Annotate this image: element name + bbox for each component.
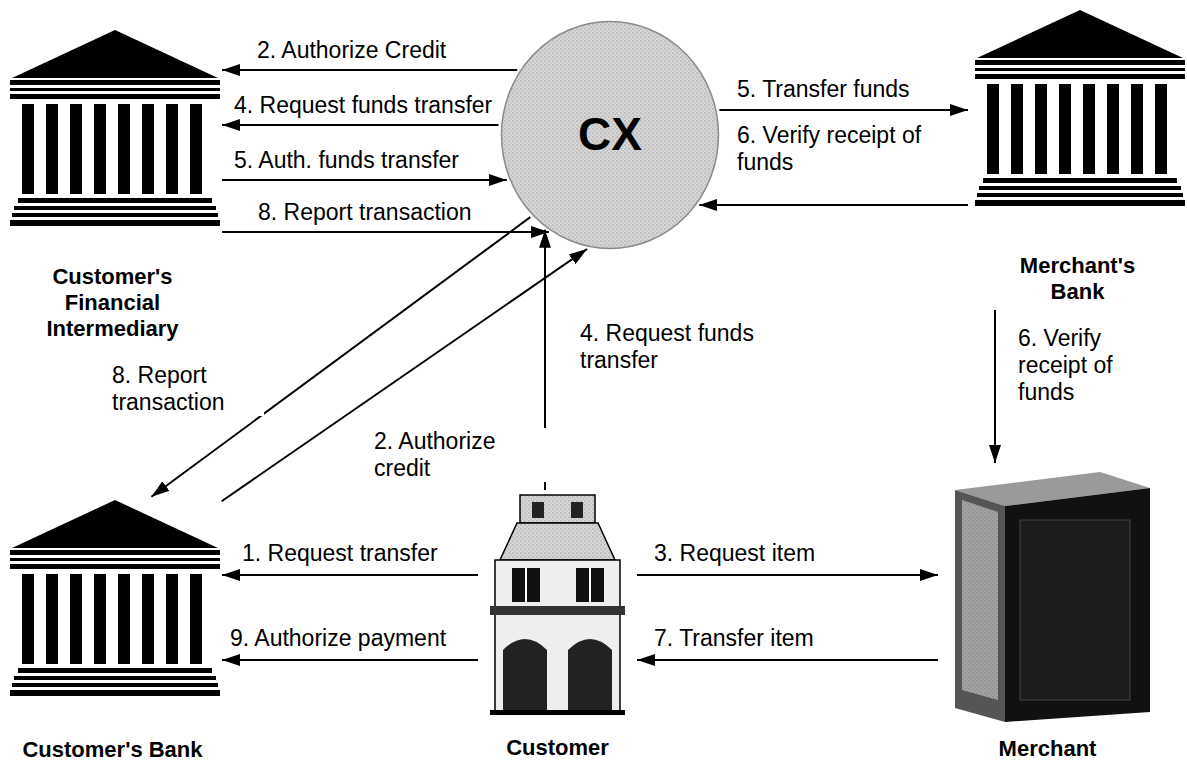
circle-label: CX: [578, 108, 642, 160]
node-label: Merchant's Bank: [1003, 253, 1153, 305]
merchant-node: Merchant: [940, 465, 1155, 765]
bank-icon: [975, 10, 1185, 206]
step-label: 8. Report transaction: [256, 199, 474, 226]
step-label: 7. Transfer item: [652, 625, 816, 652]
flow-arrow: [222, 659, 478, 661]
flow-arrow: [222, 179, 507, 181]
flow-arrow: [222, 231, 549, 233]
bank-icon: [10, 30, 220, 226]
customer-node: Customer: [480, 492, 635, 764]
flow-arrow: [637, 574, 938, 576]
bank-node: Customer's Financial Intermediary: [5, 25, 220, 345]
store-icon: [955, 472, 1150, 722]
node-label: Merchant: [999, 736, 1097, 762]
bank-node: Merchant's Bank: [970, 8, 1185, 308]
step-label: 9. Authorize payment: [228, 625, 448, 652]
step-label: 6. Verify receipt of funds: [1016, 325, 1170, 406]
flow-arrow: [222, 249, 587, 501]
node-label: Customer: [506, 735, 609, 761]
step-label: 2. Authorize Credit: [255, 37, 448, 64]
step-label: 3. Request item: [652, 540, 817, 567]
flow-arrow: [719, 109, 968, 111]
circle-outline: [502, 22, 719, 249]
step-label: 6. Verify receipt of funds: [735, 122, 954, 176]
flow-arrow: [222, 69, 517, 71]
flow-arrow: [222, 124, 498, 126]
step-label: 8. Report transaction: [110, 362, 264, 416]
step-label: 1. Request transfer: [240, 540, 440, 567]
step-label: 4. Request funds transfer: [578, 320, 812, 374]
step-label: 4. Request funds transfer: [232, 92, 494, 119]
flow-arrow: [637, 659, 938, 661]
bank-icon: [10, 500, 220, 696]
flow-arrow: [222, 574, 478, 576]
node-label: Customer's Bank: [22, 737, 202, 763]
step-label: 5. Auth. funds transfer: [232, 147, 461, 174]
house-icon: [490, 495, 625, 715]
bank-node: Customer's Bank: [5, 498, 220, 766]
flow-arrow: [699, 204, 968, 206]
exchange-circle: CX: [500, 20, 720, 250]
step-label: 5. Transfer funds: [735, 76, 912, 103]
step-label: 2. Authorize credit: [372, 428, 556, 482]
flow-arrow: [994, 310, 996, 463]
node-label: Customer's Financial Intermediary: [23, 264, 203, 342]
